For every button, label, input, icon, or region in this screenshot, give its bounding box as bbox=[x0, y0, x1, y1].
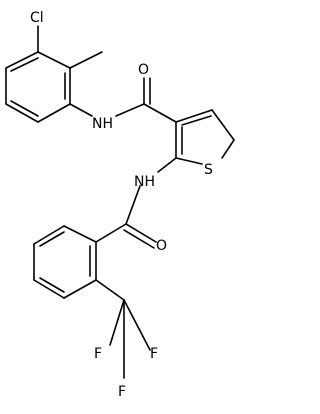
carbonyl-to-benzene-bond bbox=[95, 223, 127, 243]
methyl-bond bbox=[69, 51, 103, 69]
thiophene-ring bbox=[175, 109, 235, 165]
cf3-f-right-bond bbox=[123, 299, 151, 351]
thiophene-to-nh-bond bbox=[157, 157, 177, 173]
carbonyl-oxygen-label: O bbox=[138, 62, 149, 78]
structure-canvas: Cl O NH S NH O F F F bbox=[5, 10, 235, 400]
nh-to-carbonyl-2-bond bbox=[125, 185, 141, 225]
fluorine-bottom-label: F bbox=[118, 384, 126, 400]
carbonyl-2-o-bond-1 bbox=[125, 223, 157, 243]
carbonyl-to-thiophene-bond bbox=[143, 103, 177, 123]
trifluoromethylphenyl-ring bbox=[33, 225, 97, 299]
chloromethylphenyl-ring bbox=[5, 51, 71, 123]
fluorine-right-label: F bbox=[150, 346, 158, 362]
chlorine-atom-label: Cl bbox=[30, 10, 44, 26]
ring-to-cf3-bond bbox=[95, 279, 125, 301]
cf3-f-left-bond bbox=[109, 299, 125, 346]
ring-to-nh-bond bbox=[69, 103, 93, 117]
fluorine-left-label: F bbox=[94, 346, 102, 362]
lower-oxygen-label: O bbox=[156, 238, 167, 254]
lower-nh-label: NH bbox=[134, 174, 155, 190]
molecule-structure: Cl O NH S NH O F F F bbox=[5, 10, 235, 400]
nh-to-carbonyl-bond bbox=[115, 103, 145, 117]
carbonyl-2-o-bond-2 bbox=[123, 229, 155, 249]
amide-nh-label: NH bbox=[92, 116, 113, 132]
sulfur-atom-label: S bbox=[204, 162, 213, 178]
